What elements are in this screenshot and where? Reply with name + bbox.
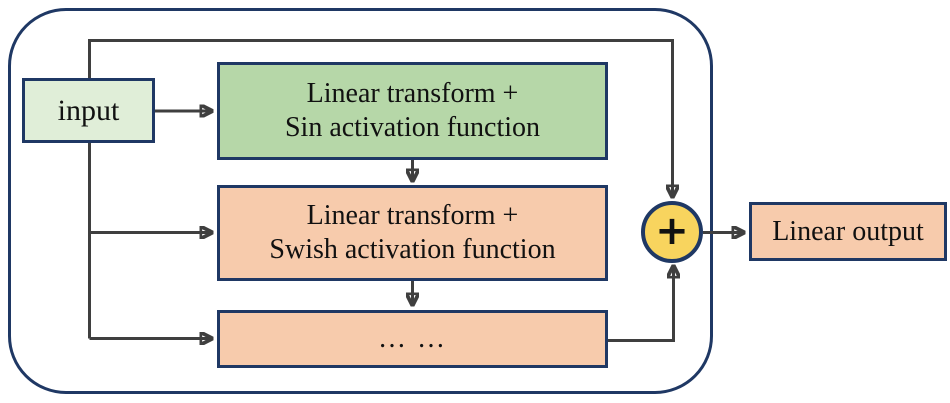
sum-junction: + (641, 201, 703, 263)
ellipsis-more-blocks: … … (217, 310, 608, 368)
input-node: input (22, 78, 155, 143)
sin-block-label-line2: Sin activation function (284, 112, 541, 143)
input-node-label: input (57, 93, 120, 127)
ellipsis-label: … … (378, 323, 447, 354)
module-boundary-frame (8, 8, 713, 394)
plus-icon: + (655, 207, 689, 254)
sin-block-label-line1: Linear transform + (306, 78, 519, 109)
linear-output-label: Linear output (772, 215, 924, 247)
sin-activation-block: Linear transform + Sin activation functi… (217, 62, 608, 160)
swish-block-label-line1: Linear transform + (306, 200, 519, 231)
linear-output-node: Linear output (749, 202, 947, 261)
swish-block-label-line2: Swish activation function (269, 234, 556, 265)
swish-activation-block: Linear transform + Swish activation func… (217, 185, 608, 281)
